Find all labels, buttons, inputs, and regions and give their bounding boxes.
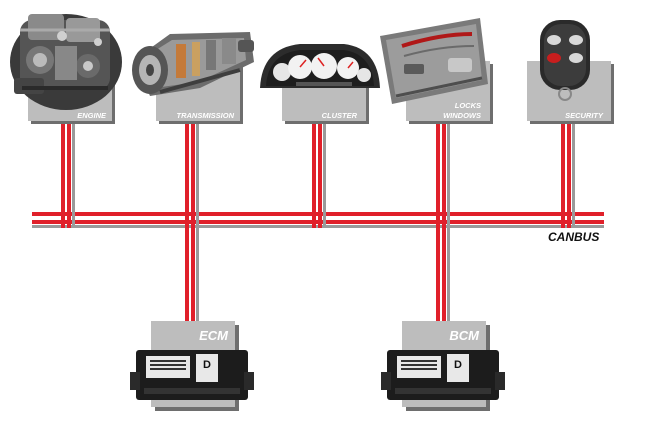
door-panel-icon bbox=[380, 18, 488, 104]
transmission-icon bbox=[132, 32, 254, 96]
node-locks-windows-label-1: LOCKS bbox=[455, 101, 481, 110]
node-locks-windows: LOCKS WINDOWS bbox=[380, 18, 493, 124]
wire-locks-windows bbox=[436, 122, 450, 228]
node-engine: ENGINE bbox=[10, 14, 122, 124]
wire-transmission bbox=[185, 122, 199, 228]
control-module-icon: D bbox=[130, 350, 254, 400]
controller-bcm: BCM D bbox=[381, 321, 505, 411]
engine-icon bbox=[10, 14, 122, 110]
node-engine-label: ENGINE bbox=[77, 111, 107, 120]
node-cluster-label: CLUSTER bbox=[322, 111, 358, 120]
node-locks-windows-label-2: WINDOWS bbox=[443, 111, 481, 120]
wire-bcm bbox=[436, 222, 450, 326]
module-d-letter: D bbox=[203, 359, 211, 371]
node-security-label: SECURITY bbox=[565, 111, 604, 120]
wire-ecm bbox=[185, 222, 199, 326]
control-module-icon: D bbox=[381, 350, 505, 400]
controller-ecm-label: ECM bbox=[199, 328, 229, 343]
module-d-letter: D bbox=[454, 359, 462, 371]
canbus-label: CANBUS bbox=[548, 230, 599, 244]
node-transmission: TRANSMISSION bbox=[132, 32, 254, 124]
wire-cluster bbox=[312, 122, 326, 228]
gauge-cluster-icon bbox=[260, 44, 380, 88]
wire-security bbox=[561, 122, 575, 228]
node-security: SECURITY bbox=[527, 20, 614, 124]
controller-ecm: ECM D bbox=[130, 321, 254, 411]
controller-bcm-label: BCM bbox=[449, 328, 480, 343]
wire-engine bbox=[61, 122, 75, 228]
node-transmission-label: TRANSMISSION bbox=[176, 111, 234, 120]
node-cluster: CLUSTER bbox=[260, 44, 380, 124]
key-fob-icon bbox=[540, 20, 590, 101]
